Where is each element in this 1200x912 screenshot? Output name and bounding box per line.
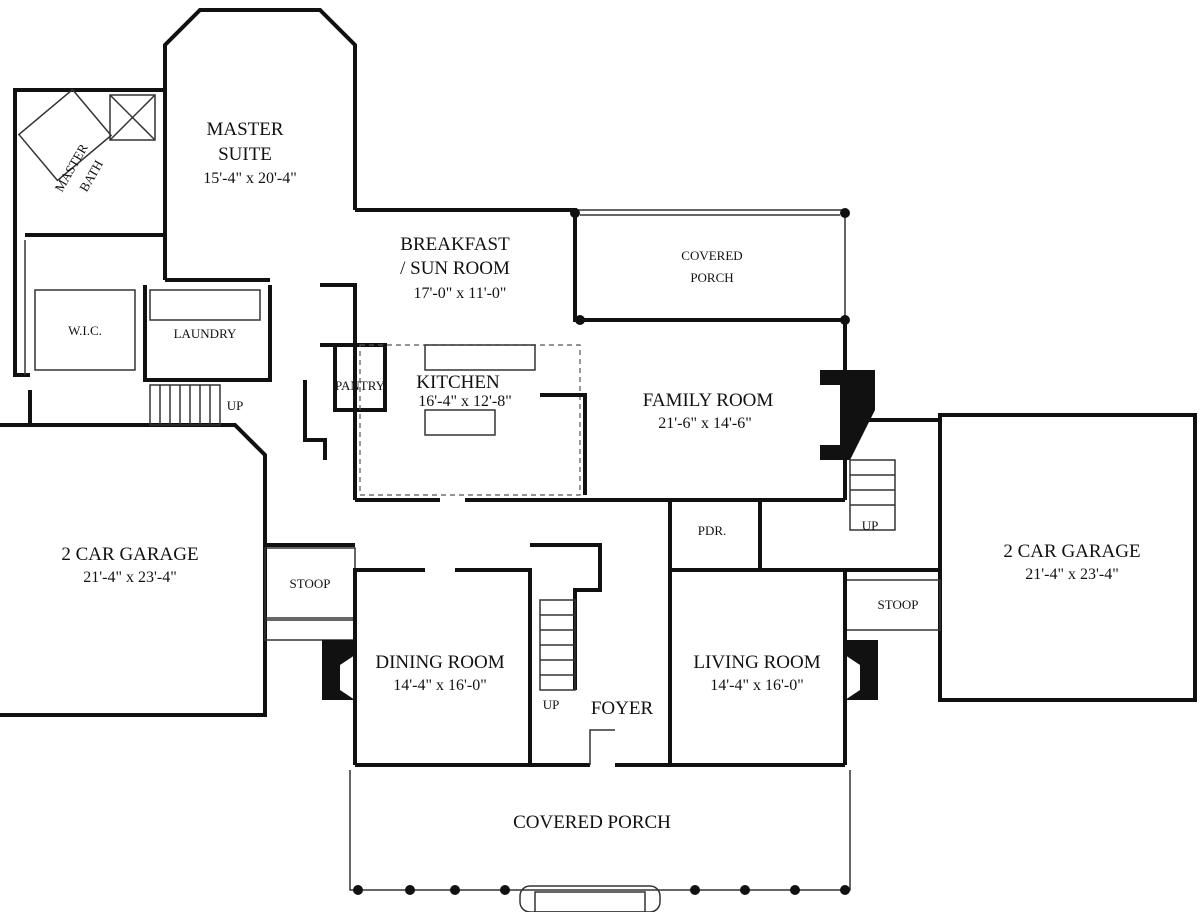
kitchen-size: 16'-4" x 12'-8" <box>418 393 511 410</box>
master-suite-walls <box>13 8 357 382</box>
living-room-label: LIVING ROOM <box>693 652 820 673</box>
family-fireplace <box>820 370 875 460</box>
breakfast-size: 17'-0" x 11'-0" <box>414 285 507 302</box>
master-suite-label-2: SUITE <box>218 144 272 165</box>
foyer-stair-up: UP <box>543 697 560 712</box>
dining-room-size: 14'-4" x 16'-0" <box>393 677 486 694</box>
dining-fireplace <box>322 640 355 700</box>
powder-room-label: PDR. <box>698 523 727 538</box>
front-rooms-walls <box>353 498 847 767</box>
right-garage-walls <box>844 413 1197 702</box>
left-stoop-label: STOOP <box>290 576 331 591</box>
front-porch-label: COVERED PORCH <box>513 812 671 833</box>
left-garage-size: 21'-4" x 23'-4" <box>83 569 176 586</box>
right-garage-size: 21'-4" x 23'-4" <box>1025 566 1118 583</box>
family-room-label: FAMILY ROOM <box>643 390 774 411</box>
dining-room-label: DINING ROOM <box>375 652 504 673</box>
breakfast-label: BREAKFAST <box>400 234 510 255</box>
foyer-label: FOYER <box>591 698 654 719</box>
family-room-size: 21'-6" x 14'-6" <box>658 415 751 432</box>
front-porch <box>349 770 851 912</box>
living-room-size: 14'-4" x 16'-0" <box>710 677 803 694</box>
rear-porch-label: COVERED <box>681 248 742 263</box>
master-suite-label: MASTER <box>206 119 283 140</box>
master-suite-size: 15'-4" x 20'-4" <box>203 170 296 187</box>
pantry-label: PANTRY <box>335 378 386 393</box>
rear-porch-label-2: PORCH <box>690 270 733 285</box>
right-stair-up: UP <box>862 518 879 533</box>
wic-label: W.I.C. <box>68 323 102 338</box>
kitchen-label: KITCHEN <box>416 372 500 393</box>
laundry-stair-up: UP <box>227 398 244 413</box>
left-garage-label: 2 CAR GARAGE <box>61 544 198 565</box>
laundry-label: LAUNDRY <box>174 326 237 341</box>
living-fireplace <box>845 640 878 700</box>
breakfast-label-2: / SUN ROOM <box>400 258 510 279</box>
right-stoop-label: STOOP <box>878 597 919 612</box>
laundry-stairs <box>149 283 387 500</box>
right-garage-label: 2 CAR GARAGE <box>1003 541 1140 562</box>
